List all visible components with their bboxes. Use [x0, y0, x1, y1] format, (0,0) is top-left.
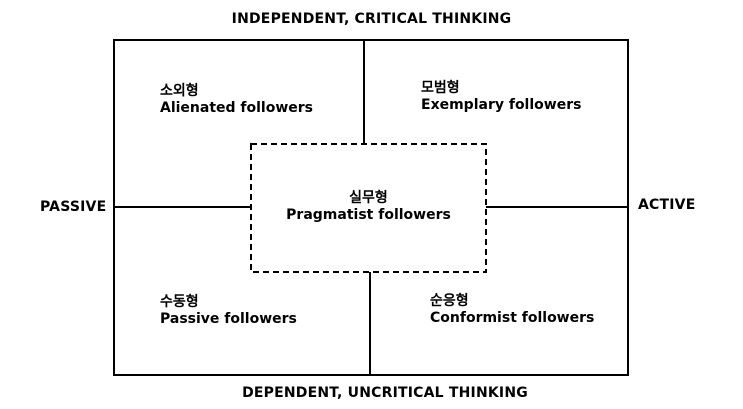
quadrant-passive-korean: 수동형 — [160, 294, 199, 310]
quadrant-exemplary: 모범형 Exemplary followers — [421, 80, 581, 114]
pragmatist-dashed-box — [250, 143, 487, 273]
quadrant-exemplary-korean: 모범형 — [421, 80, 460, 96]
center-pragmatist-english: Pragmatist followers — [286, 207, 451, 223]
axis-label-top: INDEPENDENT, CRITICAL THINKING — [231, 11, 512, 27]
quadrant-alienated-english: Alienated followers — [160, 100, 314, 116]
quadrant-exemplary-english: Exemplary followers — [421, 97, 582, 113]
quadrant-passive: 수동형 Passive followers — [160, 294, 297, 328]
axis-label-left: PASSIVE — [40, 199, 107, 215]
axis-label-bottom: DEPENDENT, UNCRITICAL THINKING — [242, 385, 528, 401]
quadrant-conformist: 순응형 Conformist followers — [430, 293, 594, 327]
center-pragmatist: 실무형 Pragmatist followers — [251, 190, 486, 224]
quadrant-passive-english: Passive followers — [160, 311, 297, 327]
quadrant-conformist-korean: 순응형 — [430, 293, 469, 309]
quadrant-alienated: 소외형 Alienated followers — [160, 83, 313, 117]
axis-label-right: ACTIVE — [638, 197, 696, 213]
quadrant-alienated-korean: 소외형 — [160, 83, 199, 99]
center-pragmatist-korean: 실무형 — [349, 190, 388, 206]
quadrant-conformist-english: Conformist followers — [430, 310, 595, 326]
